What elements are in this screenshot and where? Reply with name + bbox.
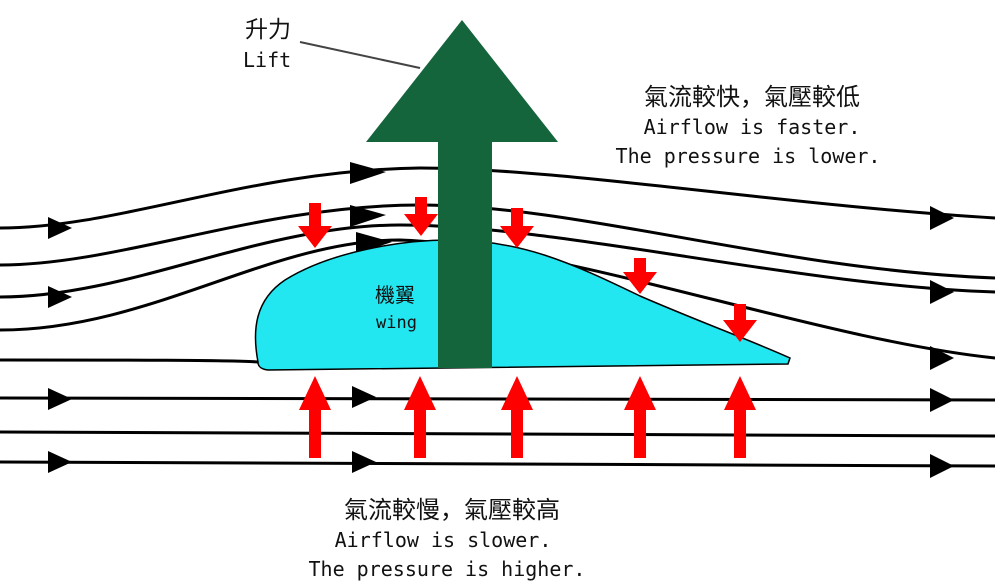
flow-arrow-icon <box>930 206 954 230</box>
flow-arrow-icon <box>930 280 954 304</box>
flow-arrow-icon <box>930 388 954 412</box>
flow-arrow-icon <box>930 454 954 478</box>
flow-arrow-icon <box>352 451 376 473</box>
flow-arrow-icon <box>356 232 392 254</box>
lower-pressure-label-en: The pressure is higher. <box>309 557 586 581</box>
flow-arrow-icon <box>930 346 954 370</box>
flow-arrow-icon <box>352 386 376 408</box>
upper-airflow-label-zh: 氣流較快，氣壓較低 <box>644 83 860 111</box>
lower-airflow-label-en: Airflow is slower. <box>335 528 552 552</box>
up-pressure-arrow-icon <box>299 376 331 458</box>
streamline <box>0 358 259 364</box>
down-pressure-arrow-icon <box>298 203 332 248</box>
lift-arrow-icon <box>366 20 558 368</box>
streamline <box>0 430 995 438</box>
up-pressure-arrow-icon <box>624 376 656 458</box>
up-pressure-arrow-icon <box>501 376 533 458</box>
streamline <box>0 396 995 402</box>
wing-label-en: wing <box>376 313 417 333</box>
lift-label-en: Lift <box>243 48 291 72</box>
down-pressure-arrow-icon <box>623 258 657 294</box>
flow-arrow-icon <box>48 451 72 473</box>
down-pressure-arrow-icon <box>723 304 757 342</box>
upper-airflow-label-en: Airflow is faster. <box>644 115 861 139</box>
wing-label-zh: 機翼 <box>375 283 415 307</box>
lift-leader-line <box>299 41 421 69</box>
up-pressure-arrow-icon <box>724 376 756 458</box>
down-pressure-arrow-icon <box>404 197 438 236</box>
flow-arrow-icon <box>48 388 72 410</box>
lift-label-zh: 升力 <box>245 17 291 43</box>
flow-arrow-icon <box>350 205 386 227</box>
upper-pressure-label-en: The pressure is lower. <box>616 144 881 168</box>
upper-pressure-arrows <box>298 197 757 342</box>
flow-arrowheads <box>48 162 954 478</box>
up-pressure-arrow-icon <box>404 376 436 458</box>
lower-airflow-label-zh: 氣流較慢，氣壓較高 <box>344 496 560 524</box>
wing-airfoil <box>254 239 791 371</box>
streamline <box>0 166 995 230</box>
flow-arrow-icon <box>350 162 386 184</box>
lower-pressure-arrows <box>299 376 756 458</box>
streamline <box>0 460 995 468</box>
flow-arrow-icon <box>48 286 72 308</box>
down-pressure-arrow-icon <box>500 208 534 248</box>
lower-streamlines <box>0 396 995 468</box>
flow-arrow-icon <box>48 217 72 239</box>
